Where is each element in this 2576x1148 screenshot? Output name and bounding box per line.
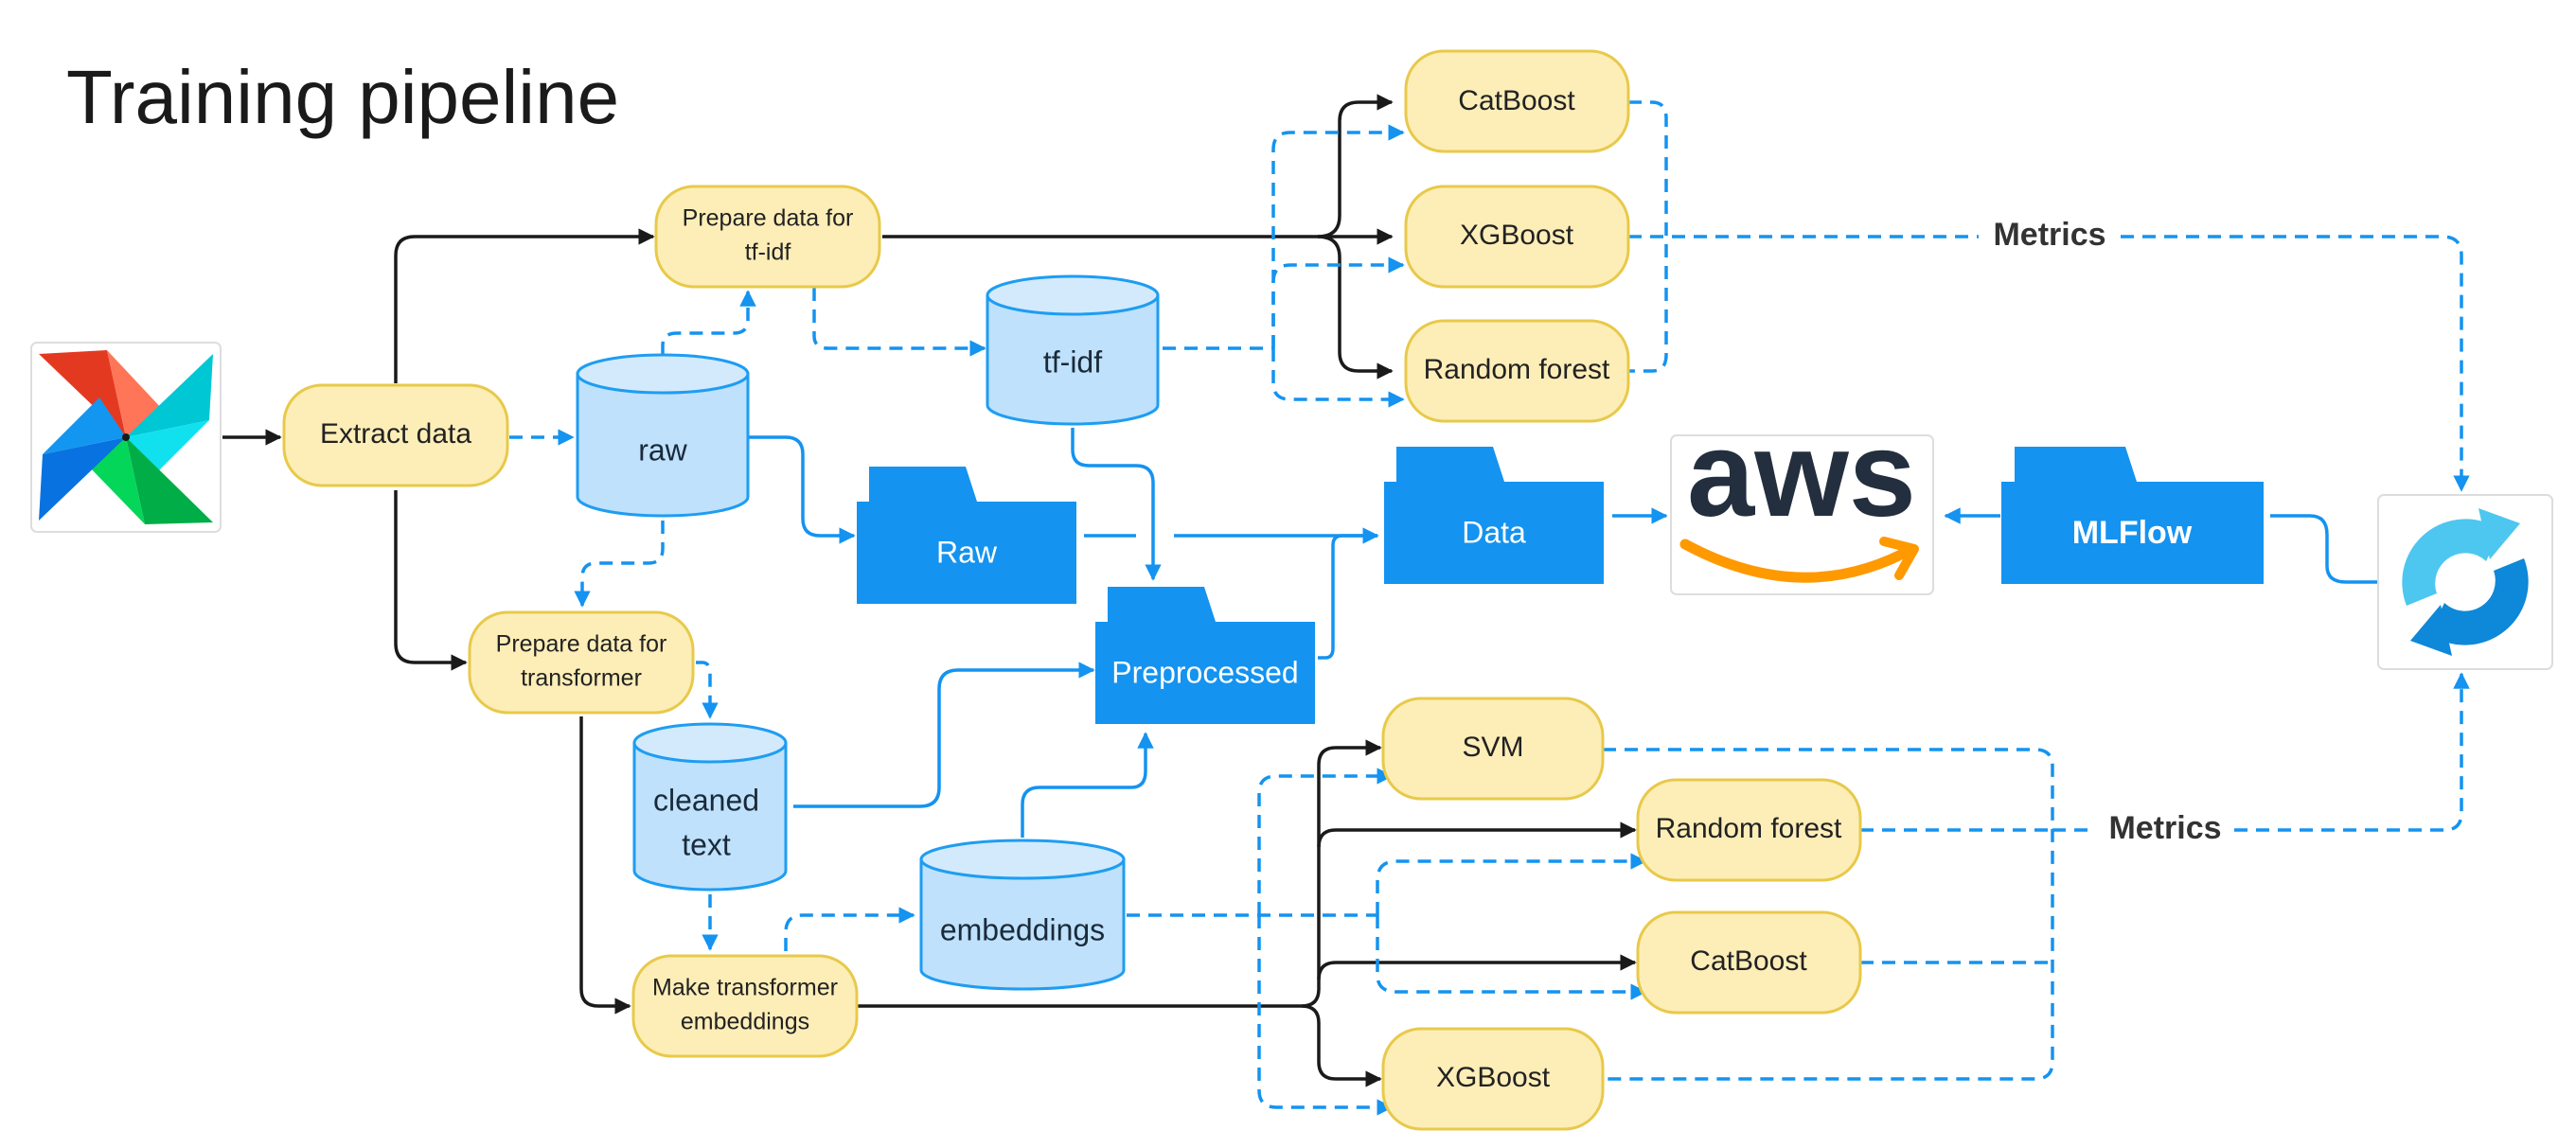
folder-mlflow[interactable]: MLFlow — [2001, 447, 2264, 584]
edge-cleaned-preprocessed — [793, 662, 1095, 808]
datastore-embeddings[interactable]: embeddings — [919, 839, 1126, 991]
edge-bottom-bracket — [1603, 748, 2054, 1081]
edge-make-emb-rf-bottom — [1317, 821, 1637, 848]
node-xgboost-top[interactable]: XGBoost — [1404, 185, 1630, 289]
node-label: XGBoost — [1460, 220, 1574, 251]
edge-make-emb-embeddings — [784, 907, 915, 951]
edge-embeddings-rf-bottom — [1376, 853, 1647, 915]
node-label: SVM — [1462, 732, 1523, 763]
edge-mlflow-sync — [2270, 514, 2381, 584]
node-label-line2: transformer — [521, 665, 642, 692]
node-random-forest-bottom[interactable]: Random forest — [1636, 778, 1862, 882]
folder-label: Data — [1462, 515, 1526, 549]
edge-embeddings-catboost-bottom — [1376, 915, 1647, 1000]
folder-label: MLFlow — [2072, 515, 2193, 551]
metrics-label-bottom: Metrics — [2108, 810, 2221, 846]
edge-tfidf-rf-top — [1271, 348, 1405, 408]
edge-metrics-top-b — [2121, 235, 2470, 492]
node-extract-data[interactable]: Extract data — [282, 383, 509, 487]
edge-prep-trans-make-emb — [579, 716, 631, 1015]
node-catboost-top[interactable]: CatBoost — [1404, 49, 1630, 153]
sync-icon — [2402, 508, 2529, 656]
edge-make-emb-xgb-bottom — [1301, 1004, 1382, 1087]
edge-prep-trans-cleaned — [696, 661, 719, 719]
edge-raw-prep-trans — [574, 521, 665, 608]
edge-prep-catboost-top — [1317, 94, 1394, 238]
datastore-label: tf-idf — [1043, 344, 1102, 379]
edge-make-emb-svm — [1301, 739, 1382, 1008]
aws-smile-arrow — [1879, 537, 1919, 580]
folder-label: Raw — [936, 535, 998, 569]
node-label: CatBoost — [1690, 945, 1807, 977]
aws-logo[interactable]: aws — [1670, 407, 1934, 595]
edge-embeddings-preprocessed — [1021, 732, 1154, 838]
airflow-node[interactable] — [30, 342, 222, 533]
node-svm[interactable]: SVM — [1381, 697, 1605, 801]
edge-metrics-bottom-b — [2234, 672, 2470, 832]
folder-data[interactable]: Data — [1384, 447, 1604, 584]
edge-make-emb-catboost-bottom — [1317, 954, 1637, 980]
node-xgboost-bottom[interactable]: XGBoost — [1381, 1027, 1605, 1131]
edge-embeddings-xgb-bottom — [1257, 915, 1394, 1116]
node-label-line1: Prepare data for — [683, 205, 854, 232]
node-label-line1: Make transformer — [652, 975, 838, 1001]
edge-raw-prep-tfidf — [661, 290, 756, 355]
node-label: Random forest — [1656, 813, 1842, 844]
node-label: Extract data — [320, 418, 471, 450]
edge-embeddings-svm — [1257, 768, 1394, 915]
datastore-label-line2: text — [682, 827, 731, 861]
node-prepare-transformer[interactable]: Prepare data for transformer — [468, 610, 695, 715]
edge-tfidf-catboost-top — [1271, 124, 1405, 348]
sync-node[interactable] — [2377, 494, 2553, 670]
datastore-label-line1: cleaned — [653, 783, 759, 817]
node-label-line2: embeddings — [681, 1009, 809, 1035]
node-label: XGBoost — [1436, 1062, 1551, 1093]
node-label-line2: tf-idf — [745, 239, 791, 266]
connectors — [222, 94, 2470, 1116]
node-label-line1: Prepare data for — [496, 631, 667, 658]
edge-tfidf-xgb-top — [1271, 256, 1405, 348]
edge-top-bracket — [1628, 100, 1668, 373]
datastore-label: raw — [638, 433, 687, 467]
aws-wordmark: aws — [1687, 407, 1916, 542]
datastore-label: embeddings — [940, 912, 1105, 946]
edge-extract-prep-tfidf — [394, 228, 655, 383]
datastore-tfidf[interactable]: tf-idf — [986, 274, 1160, 426]
folder-label: Preprocessed — [1111, 655, 1298, 689]
edge-preprocessed-data — [1318, 534, 1377, 660]
page-title: Training pipeline — [66, 55, 619, 139]
pinwheel-icon — [39, 350, 213, 524]
node-label: CatBoost — [1458, 85, 1575, 116]
node-random-forest-top[interactable]: Random forest — [1404, 319, 1630, 423]
edge-prep-tfidf-cyl — [812, 288, 986, 357]
folder-raw[interactable]: Raw — [857, 467, 1076, 604]
edge-extract-prep-trans — [394, 490, 468, 671]
edge-tfidf-preprocessed — [1071, 428, 1162, 581]
metrics-label-top: Metrics — [1993, 217, 2105, 253]
aws-smile — [1679, 539, 1909, 583]
datastore-cleaned-text[interactable]: cleaned text — [632, 722, 788, 892]
node-label: Random forest — [1424, 354, 1610, 385]
edge-raw-rawfolder — [748, 435, 856, 544]
datastore-raw[interactable]: raw — [576, 353, 750, 518]
folder-preprocessed[interactable]: Preprocessed — [1095, 587, 1315, 724]
node-make-embeddings[interactable]: Make transformer embeddings — [631, 954, 859, 1058]
node-catboost-bottom[interactable]: CatBoost — [1636, 910, 1862, 1015]
node-prepare-tfidf[interactable]: Prepare data for tf-idf — [654, 185, 881, 289]
edge-prep-rf-top — [1317, 235, 1394, 380]
